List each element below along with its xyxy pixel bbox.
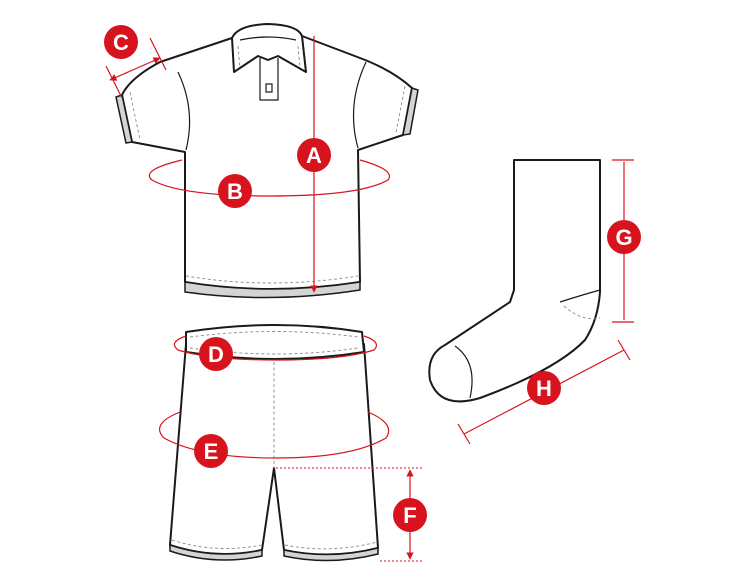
measure-d: D: [173, 335, 377, 371]
svg-text:E: E: [204, 439, 219, 464]
shorts: [169, 324, 379, 562]
shirt-collar: [231, 23, 307, 73]
shirt-body: [121, 31, 413, 290]
measure-b: B: [148, 159, 390, 208]
sock-body: [428, 159, 601, 403]
badge-e: E: [194, 434, 228, 468]
polo-shirt: [115, 23, 419, 299]
badge-a: A: [297, 138, 331, 172]
badge-d: D: [199, 337, 233, 371]
right-sleeve-cuff: [402, 87, 419, 136]
shirt-placket: [259, 58, 279, 101]
measure-c: C: [104, 25, 167, 99]
svg-text:B: B: [227, 179, 243, 204]
measure-a: A: [297, 36, 331, 293]
badge-f: F: [393, 498, 427, 532]
badge-g: G: [607, 220, 641, 254]
svg-text:C: C: [113, 30, 129, 55]
svg-text:D: D: [208, 342, 224, 367]
svg-text:G: G: [615, 225, 632, 250]
svg-text:F: F: [403, 503, 416, 528]
left-leg-hem: [169, 543, 263, 561]
measure-f: F: [276, 467, 427, 562]
badge-c: C: [104, 25, 138, 59]
svg-text:A: A: [306, 143, 322, 168]
svg-text:H: H: [536, 376, 552, 401]
sock-heel: [559, 289, 601, 303]
badge-h: H: [527, 371, 561, 405]
badge-b: B: [218, 174, 252, 208]
right-leg-hem: [283, 547, 379, 562]
shirt-hem: [184, 281, 361, 299]
left-sleeve-seam: [177, 71, 191, 151]
placket-button: [265, 83, 273, 93]
measure-e: E: [159, 411, 390, 468]
sock: [428, 159, 601, 403]
measure-h: H: [457, 339, 631, 445]
sock-toe: [454, 345, 473, 399]
left-sleeve-cuff: [115, 94, 133, 144]
measure-g: G: [607, 159, 641, 323]
right-sleeve-seam: [352, 61, 367, 149]
